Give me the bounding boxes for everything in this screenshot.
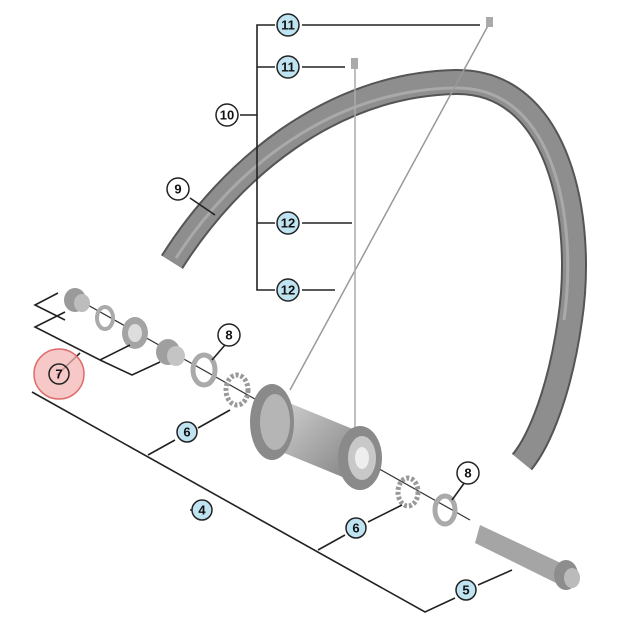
callout-9[interactable]: 9 bbox=[166, 177, 190, 201]
leader-lines bbox=[31, 24, 513, 613]
svg-text:11: 11 bbox=[281, 60, 295, 75]
svg-text:10: 10 bbox=[220, 108, 234, 123]
ball-retainer-right bbox=[395, 475, 421, 509]
svg-text:12: 12 bbox=[281, 283, 295, 298]
hub-body bbox=[250, 384, 382, 490]
spoke-nipple-top bbox=[486, 17, 493, 27]
ball-retainer-left bbox=[223, 372, 251, 408]
svg-text:8: 8 bbox=[225, 328, 232, 343]
callout-5[interactable]: 5 bbox=[455, 579, 477, 601]
svg-text:7: 7 bbox=[55, 367, 62, 382]
svg-text:5: 5 bbox=[462, 583, 469, 598]
svg-text:6: 6 bbox=[183, 425, 190, 440]
svg-text:8: 8 bbox=[464, 466, 471, 481]
callout-7-highlighted[interactable]: 7 bbox=[33, 348, 85, 400]
left-cone-parts bbox=[64, 288, 251, 408]
callout-8-right[interactable]: 8 bbox=[456, 461, 480, 485]
rim bbox=[161, 68, 587, 471]
callout-12-upper[interactable]: 12 bbox=[276, 211, 300, 235]
lock-washer-left bbox=[190, 352, 218, 388]
spokes bbox=[289, 17, 493, 430]
svg-text:11: 11 bbox=[281, 18, 295, 33]
callout-10[interactable]: 10 bbox=[215, 103, 239, 127]
svg-text:12: 12 bbox=[281, 216, 295, 231]
right-parts bbox=[395, 475, 580, 590]
callout-11-mid[interactable]: 11 bbox=[276, 55, 300, 79]
callout-6-left[interactable]: 6 bbox=[176, 421, 198, 443]
quick-release-axle bbox=[475, 525, 565, 585]
svg-text:4: 4 bbox=[198, 503, 206, 518]
callout-11-top[interactable]: 11 bbox=[276, 13, 300, 37]
svg-text:6: 6 bbox=[352, 521, 359, 536]
spoke-nipple-mid bbox=[351, 58, 358, 69]
callout-4[interactable]: 4 bbox=[191, 499, 213, 521]
callout-8-left[interactable]: 8 bbox=[217, 323, 241, 347]
callout-6-right[interactable]: 6 bbox=[345, 517, 367, 539]
callout-12-lower[interactable]: 12 bbox=[276, 278, 300, 302]
svg-text:9: 9 bbox=[174, 182, 181, 197]
lock-washer-right bbox=[432, 493, 458, 527]
